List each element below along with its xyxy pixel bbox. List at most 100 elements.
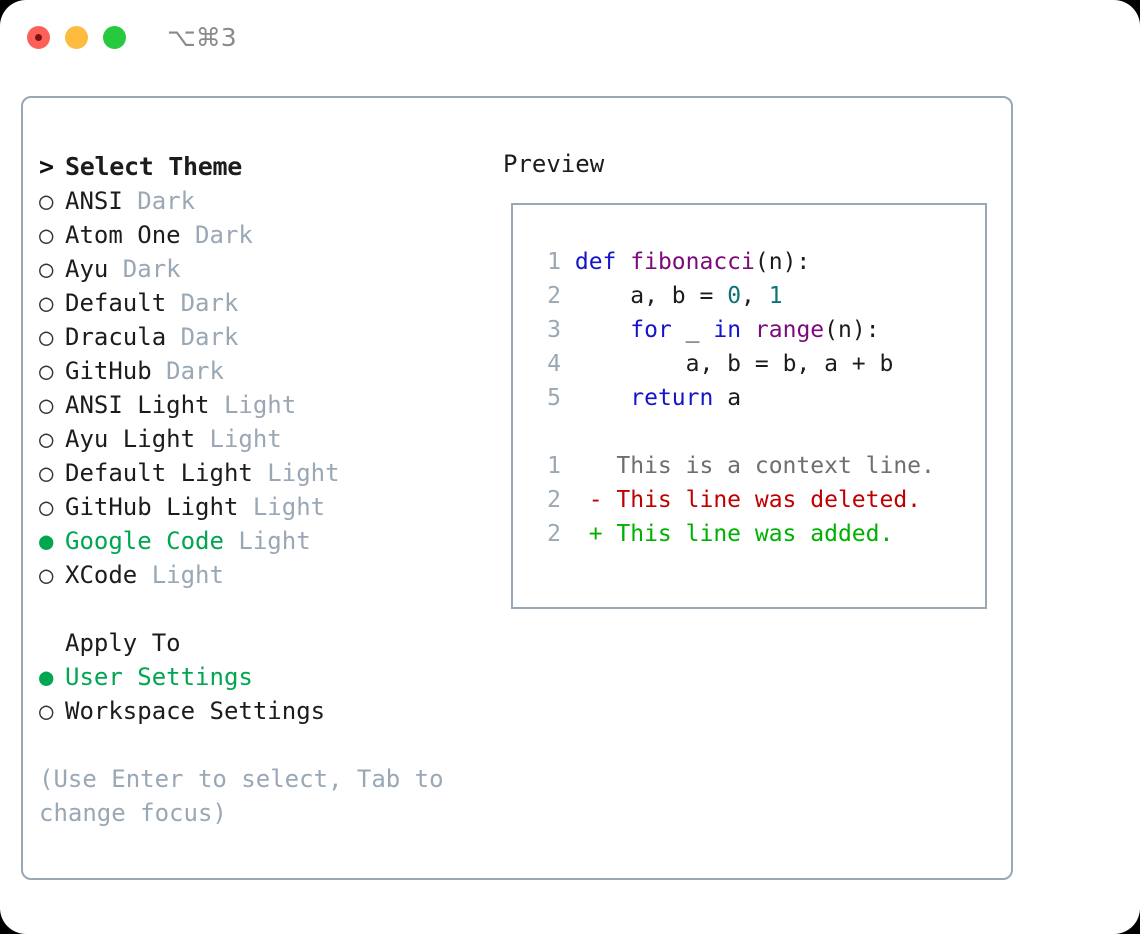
code-token: , (741, 283, 769, 309)
diff-line-text: - This line was deleted. (561, 487, 922, 513)
theme-variant-label: Dark (166, 323, 239, 351)
theme-option-label: Default (65, 289, 167, 317)
theme-option-label: Dracula (65, 323, 167, 351)
close-window-button[interactable] (27, 26, 50, 49)
theme-option-google-code[interactable]: ●Google Code Light (39, 524, 489, 558)
caret-icon: > (39, 152, 54, 181)
radio-unselected-icon: ○ (39, 493, 54, 521)
theme-option-label: Ayu Light (65, 425, 196, 453)
theme-option-label: XCode (65, 561, 138, 589)
theme-option-atom-one[interactable]: ○ Atom One Dark (39, 218, 489, 252)
title-bar: ⌥⌘3 (0, 0, 1140, 78)
radio-unselected-icon: ○ (39, 323, 54, 351)
theme-option-label: Default Light (65, 459, 253, 487)
code-line: 1 def fibonacci(n): (535, 245, 935, 279)
keyboard-hint-line-2: change focus) (39, 799, 227, 827)
diff-line-ctx: 1 This is a context line. (535, 449, 935, 483)
radio-selected-icon: ● (39, 527, 54, 555)
apply-to-option-label: User Settings (65, 663, 253, 691)
radio-unselected-icon: ○ (39, 187, 54, 215)
code-token: 0 (727, 283, 742, 309)
line-number: 2 (547, 487, 561, 513)
radio-unselected-icon: ○ (39, 697, 54, 725)
theme-option-default-light[interactable]: ○Default Light Light (39, 456, 489, 490)
code-token: (n): (824, 317, 880, 343)
theme-variant-label: Light (252, 459, 340, 487)
theme-option-ayu[interactable]: ○ Ayu Dark (39, 252, 489, 286)
keyboard-shortcut-label: ⌥⌘3 (167, 23, 237, 52)
line-number: 1 (547, 249, 561, 275)
apply-to-option-user-settings[interactable]: ● User Settings (39, 660, 489, 694)
theme-option-label: GitHub Light (65, 493, 239, 521)
radio-unselected-icon: ○ (39, 391, 54, 419)
theme-option-github-light[interactable]: ○ GitHub Light Light (39, 490, 489, 524)
preview-section-gap (535, 415, 935, 449)
code-line: 2 a, b = 0, 1 (535, 279, 935, 313)
theme-variant-label: Light (137, 561, 224, 589)
apply-to-option-workspace-settings[interactable]: ○ Workspace Settings (39, 694, 489, 728)
code-token: fibonacci (630, 249, 755, 275)
radio-unselected-icon: ○ (39, 561, 54, 589)
code-token: 1 (768, 283, 783, 309)
code-token: _ (671, 317, 714, 343)
theme-option-dracula[interactable]: ○ Dracula Dark (39, 320, 489, 354)
theme-option-default[interactable]: ○Default Dark (39, 286, 489, 320)
theme-picker-column: >Select Theme ○ANSI Dark○Atom One Dark○A… (39, 150, 489, 728)
theme-variant-label: Light (238, 493, 326, 521)
code-token: (n): (754, 249, 811, 275)
theme-option-label: Atom One (65, 221, 181, 249)
code-line: 4 a, b = b, a + b (535, 347, 935, 381)
select-theme-label: Select Theme (65, 152, 243, 181)
radio-unselected-icon: ○ (39, 357, 54, 385)
line-number: 1 (547, 453, 561, 479)
code-token: a (713, 385, 742, 411)
code-token: in (713, 317, 742, 343)
code-token: range (754, 317, 825, 343)
theme-option-ayu-light[interactable]: ○ Ayu Light Light (39, 422, 489, 456)
code-token (575, 385, 630, 411)
preview-heading: Preview (503, 150, 605, 178)
code-token (741, 317, 755, 343)
theme-variant-label: Dark (151, 357, 224, 385)
radio-unselected-icon: ○ (39, 221, 54, 249)
theme-option-label: Ayu (65, 255, 109, 283)
theme-variant-label: Dark (108, 255, 181, 283)
apply-to-header: Apply To (39, 626, 489, 660)
theme-variant-label: Light (195, 425, 282, 453)
apply-to-list: ● User Settings ○ Workspace Settings (39, 660, 489, 728)
theme-list: ○ANSI Dark○Atom One Dark○Ayu Dark○Defaul… (39, 184, 489, 592)
theme-option-label: Google Code (65, 527, 224, 555)
code-token: def (574, 249, 631, 275)
minimize-window-button[interactable] (65, 26, 88, 49)
radio-unselected-icon: ○ (39, 425, 54, 453)
theme-option-label: ANSI (65, 187, 123, 215)
keyboard-hint-line-1: (Use Enter to select, Tab to (39, 765, 444, 793)
content-panel: >Select Theme ○ANSI Dark○Atom One Dark○A… (21, 96, 1013, 880)
maximize-window-button[interactable] (103, 26, 126, 49)
radio-unselected-icon: ○ (39, 289, 54, 317)
theme-option-github[interactable]: ○ GitHub Dark (39, 354, 489, 388)
theme-variant-label: Light (209, 391, 297, 419)
code-line: 3 for _ in range(n): (535, 313, 935, 347)
code-token: for (630, 317, 672, 343)
keyboard-hint: (Use Enter to select, Tab to change focu… (39, 762, 459, 830)
radio-unselected-icon: ○ (39, 255, 54, 283)
diff-line-text: This is a context line. (561, 453, 935, 479)
radio-selected-icon: ● (39, 663, 54, 691)
line-number: 2 (547, 283, 561, 309)
theme-option-xcode[interactable]: ○ XCode Light (39, 558, 489, 592)
apply-to-label: Apply To (65, 629, 181, 657)
theme-option-label: GitHub (65, 357, 152, 385)
theme-option-ansi[interactable]: ○ ANSI Dark (39, 184, 489, 218)
line-number: 3 (547, 317, 561, 343)
list-spacer (39, 592, 489, 626)
traffic-lights (27, 26, 126, 49)
theme-variant-label: Dark (122, 187, 196, 215)
theme-option-ansi-light[interactable]: ○ANSI Light Light (39, 388, 489, 422)
code-line: 5 return a (535, 381, 935, 415)
code-token: return (630, 385, 714, 411)
code-token (575, 317, 630, 343)
theme-variant-label: Dark (180, 221, 253, 249)
apply-to-option-label: Workspace Settings (65, 697, 326, 725)
